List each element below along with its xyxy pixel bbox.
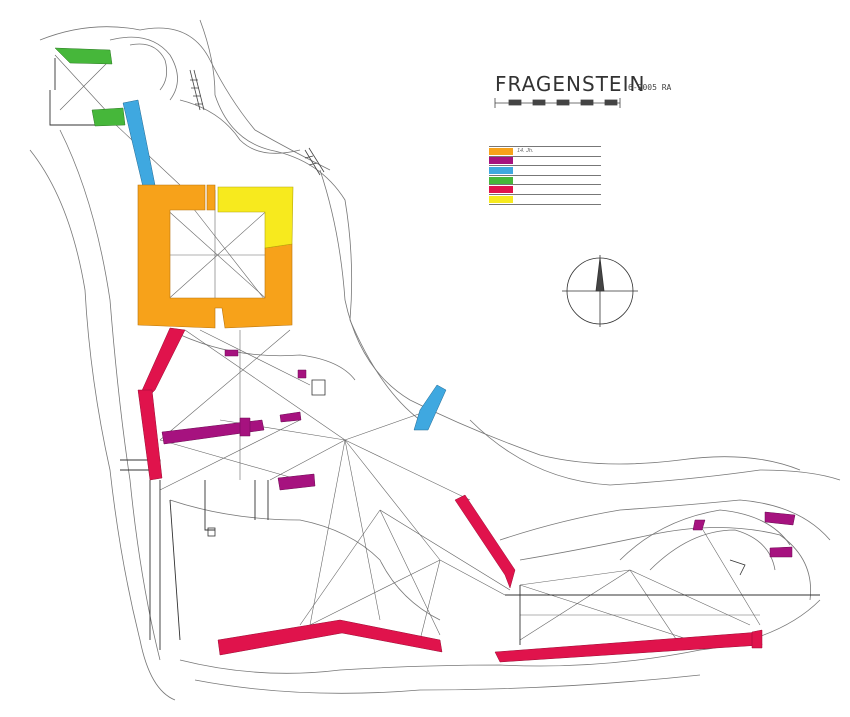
legend-swatch <box>489 186 513 194</box>
legend-item <box>489 166 601 176</box>
legend-label: 14. Jh. <box>517 148 534 155</box>
legend-item: 14. Jh. <box>489 147 601 157</box>
wall-outlines <box>49 58 820 650</box>
legend-swatch <box>489 157 513 165</box>
legend-item <box>489 176 601 186</box>
legend: 14. Jh. <box>489 146 601 205</box>
legend-swatch <box>489 176 513 184</box>
legend-swatch <box>489 147 513 155</box>
legend-swatch <box>489 166 513 174</box>
map-subtitle: 6-2005 RA <box>628 83 672 92</box>
purple-walls <box>161 349 796 558</box>
map-title: FRAGENSTEIN <box>495 72 646 96</box>
yellow-keep <box>217 186 294 249</box>
legend-item <box>489 195 601 205</box>
legend-item <box>489 185 601 195</box>
small-features <box>207 379 746 576</box>
stairs <box>189 69 325 176</box>
red-walls <box>137 327 763 663</box>
green-walls <box>54 47 126 127</box>
scale-bar-icon <box>494 98 621 108</box>
north-arrow-icon <box>562 255 638 327</box>
terrain-contours <box>29 19 841 701</box>
legend-swatch <box>489 195 513 203</box>
legend-item <box>489 157 601 167</box>
